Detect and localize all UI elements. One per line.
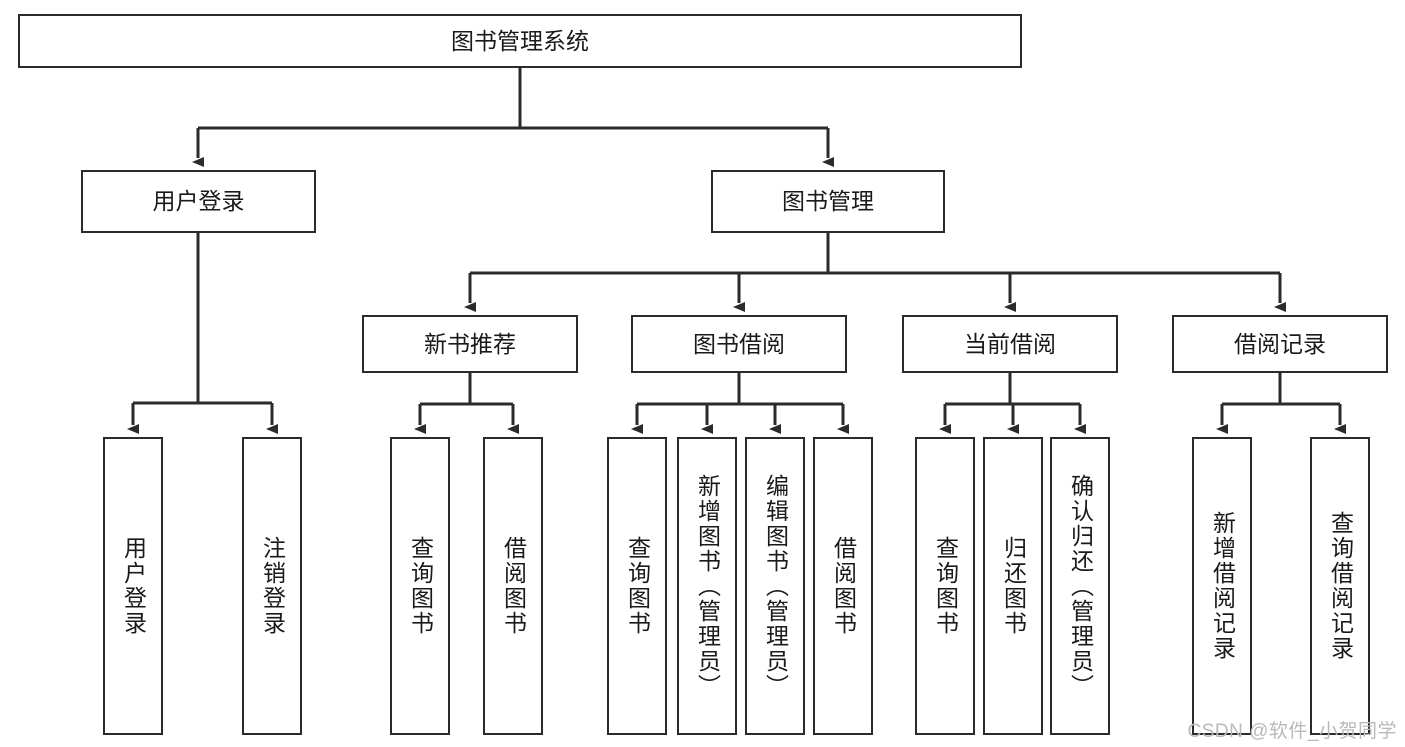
node-label: 借阅图书 bbox=[830, 536, 857, 636]
node-label: 新增图书（管理员） bbox=[694, 473, 721, 699]
node-new-book-recommend[interactable]: 新书推荐 bbox=[362, 315, 578, 373]
node-label: 用户登录 bbox=[152, 188, 245, 215]
node-label: 查询借阅记录 bbox=[1327, 511, 1354, 661]
node-label: 图书管理系统 bbox=[451, 27, 589, 54]
node-current-borrow[interactable]: 当前借阅 bbox=[902, 315, 1118, 373]
node-label: 归还图书 bbox=[1000, 536, 1027, 636]
node-label: 注销登录 bbox=[259, 536, 286, 636]
leaf-book-borrow-edit[interactable]: 编辑图书（管理员） bbox=[745, 437, 805, 735]
node-label: 借阅图书 bbox=[500, 536, 527, 636]
node-label: 借阅记录 bbox=[1234, 330, 1326, 357]
leaf-book-borrow-borrow[interactable]: 借阅图书 bbox=[813, 437, 873, 735]
leaf-user-login-logout[interactable]: 注销登录 bbox=[242, 437, 302, 735]
leaf-current-borrow-confirm-return[interactable]: 确认归还（管理员） bbox=[1050, 437, 1110, 735]
node-label: 新增借阅记录 bbox=[1209, 511, 1236, 661]
leaf-current-borrow-return[interactable]: 归还图书 bbox=[983, 437, 1043, 735]
leaf-current-borrow-query[interactable]: 查询图书 bbox=[915, 437, 975, 735]
node-label: 确认归还（管理员） bbox=[1067, 473, 1094, 699]
node-label: 查询图书 bbox=[407, 536, 434, 636]
node-label: 用户登录 bbox=[120, 536, 147, 636]
node-label: 编辑图书（管理员） bbox=[762, 473, 789, 699]
node-book-borrow[interactable]: 图书借阅 bbox=[631, 315, 847, 373]
node-label: 图书管理 bbox=[782, 188, 874, 215]
leaf-borrow-record-add[interactable]: 新增借阅记录 bbox=[1192, 437, 1252, 735]
node-book-management[interactable]: 图书管理 bbox=[711, 170, 945, 233]
csdn-watermark: CSDN @软件_小贺同学 bbox=[1187, 721, 1397, 742]
leaf-borrow-record-query[interactable]: 查询借阅记录 bbox=[1310, 437, 1370, 735]
node-label: 图书借阅 bbox=[693, 330, 785, 357]
node-label: 新书推荐 bbox=[424, 330, 516, 357]
leaf-new-book-query[interactable]: 查询图书 bbox=[390, 437, 450, 735]
node-label: 查询图书 bbox=[932, 536, 959, 636]
node-user-login[interactable]: 用户登录 bbox=[81, 170, 316, 233]
node-label: 当前借阅 bbox=[964, 330, 1056, 357]
node-borrow-record[interactable]: 借阅记录 bbox=[1172, 315, 1388, 373]
node-label: 查询图书 bbox=[624, 536, 651, 636]
leaf-new-book-borrow[interactable]: 借阅图书 bbox=[483, 437, 543, 735]
leaf-book-borrow-query[interactable]: 查询图书 bbox=[607, 437, 667, 735]
node-root-system[interactable]: 图书管理系统 bbox=[18, 14, 1022, 68]
leaf-user-login-login[interactable]: 用户登录 bbox=[103, 437, 163, 735]
leaf-book-borrow-add[interactable]: 新增图书（管理员） bbox=[677, 437, 737, 735]
